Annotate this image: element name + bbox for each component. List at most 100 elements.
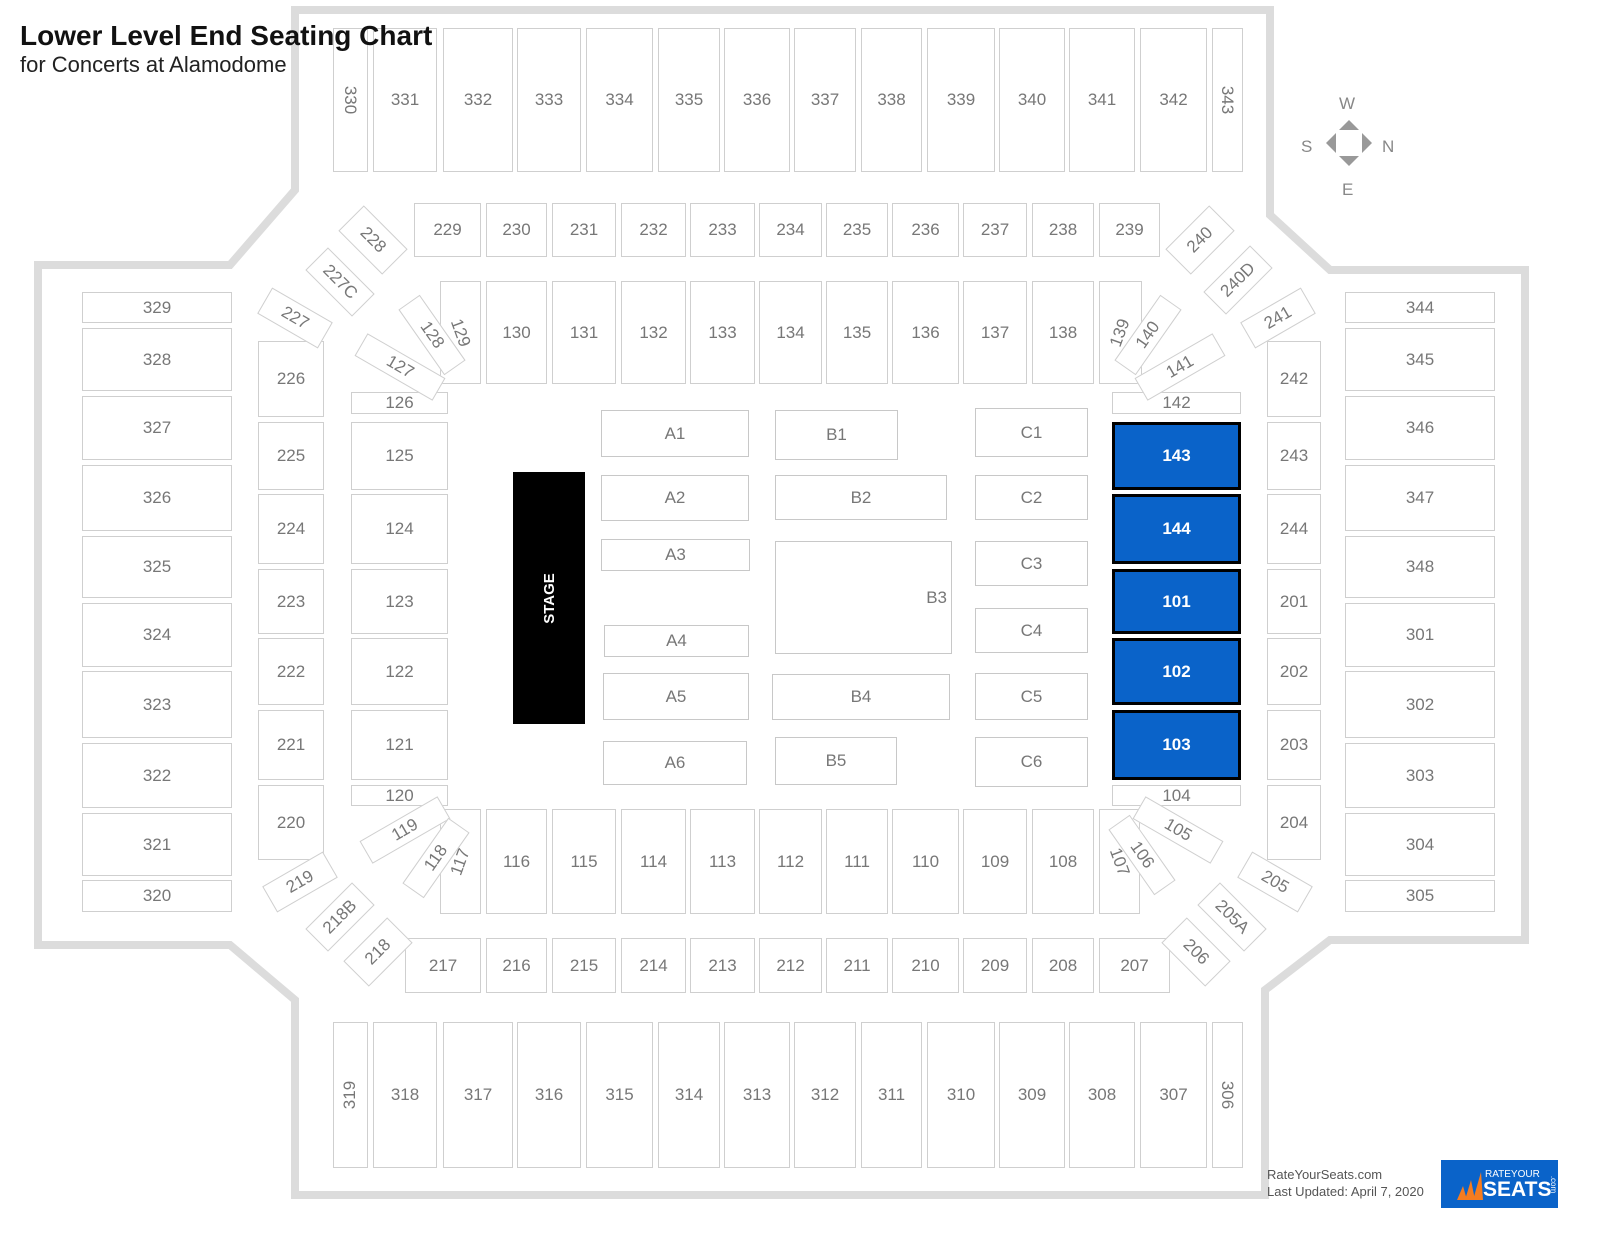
section-108[interactable]: 108 [1032, 809, 1094, 914]
section-306[interactable]: 306 [1212, 1022, 1243, 1168]
section-115[interactable]: 115 [552, 809, 616, 914]
section-a4[interactable]: A4 [604, 625, 749, 657]
section-a2[interactable]: A2 [601, 475, 749, 521]
section-132[interactable]: 132 [621, 281, 686, 384]
section-203[interactable]: 203 [1267, 710, 1321, 780]
section-222[interactable]: 222 [258, 638, 324, 705]
section-114[interactable]: 114 [621, 809, 686, 914]
section-340[interactable]: 340 [999, 28, 1065, 172]
section-215[interactable]: 215 [552, 938, 616, 993]
section-212[interactable]: 212 [759, 938, 822, 993]
section-124[interactable]: 124 [351, 494, 448, 564]
section-347[interactable]: 347 [1345, 465, 1495, 531]
section-344[interactable]: 344 [1345, 292, 1495, 323]
section-244[interactable]: 244 [1267, 494, 1321, 564]
section-332[interactable]: 332 [443, 28, 513, 172]
section-125[interactable]: 125 [351, 422, 448, 490]
section-122[interactable]: 122 [351, 638, 448, 705]
section-116[interactable]: 116 [486, 809, 547, 914]
section-136[interactable]: 136 [892, 281, 959, 384]
section-326[interactable]: 326 [82, 465, 232, 531]
section-207[interactable]: 207 [1099, 938, 1170, 993]
section-223[interactable]: 223 [258, 569, 324, 634]
section-220[interactable]: 220 [258, 785, 324, 860]
section-c2[interactable]: C2 [975, 475, 1088, 520]
section-339[interactable]: 339 [927, 28, 995, 172]
section-214[interactable]: 214 [621, 938, 686, 993]
section-243[interactable]: 243 [1267, 422, 1321, 490]
section-345[interactable]: 345 [1345, 328, 1495, 391]
section-338[interactable]: 338 [861, 28, 922, 172]
section-239[interactable]: 239 [1099, 203, 1160, 257]
section-c3[interactable]: C3 [975, 541, 1088, 586]
section-a5[interactable]: A5 [603, 673, 749, 720]
section-331[interactable]: 331 [373, 28, 437, 172]
section-346[interactable]: 346 [1345, 396, 1495, 460]
section-236[interactable]: 236 [892, 203, 959, 257]
section-109[interactable]: 109 [963, 809, 1027, 914]
section-224[interactable]: 224 [258, 494, 324, 564]
section-130[interactable]: 130 [486, 281, 547, 384]
section-232[interactable]: 232 [621, 203, 686, 257]
section-142[interactable]: 142 [1112, 392, 1241, 414]
section-334[interactable]: 334 [586, 28, 653, 172]
section-319[interactable]: 319 [333, 1022, 368, 1168]
section-238[interactable]: 238 [1032, 203, 1094, 257]
section-209[interactable]: 209 [963, 938, 1027, 993]
section-b2[interactable]: B2 [775, 475, 947, 520]
section-301[interactable]: 301 [1345, 603, 1495, 667]
section-317[interactable]: 317 [443, 1022, 513, 1168]
section-343[interactable]: 343 [1212, 28, 1243, 172]
section-324[interactable]: 324 [82, 603, 232, 667]
section-b5[interactable]: B5 [775, 737, 897, 785]
section-213[interactable]: 213 [690, 938, 755, 993]
section-307[interactable]: 307 [1140, 1022, 1207, 1168]
section-314[interactable]: 314 [658, 1022, 720, 1168]
section-201[interactable]: 201 [1267, 569, 1321, 634]
section-303[interactable]: 303 [1345, 743, 1495, 808]
section-242[interactable]: 242 [1267, 341, 1321, 417]
section-202[interactable]: 202 [1267, 638, 1321, 705]
section-138[interactable]: 138 [1032, 281, 1094, 384]
section-143[interactable]: 143 [1112, 422, 1241, 490]
section-204[interactable]: 204 [1267, 785, 1321, 860]
section-342[interactable]: 342 [1140, 28, 1207, 172]
section-103[interactable]: 103 [1112, 710, 1241, 780]
section-217[interactable]: 217 [405, 938, 481, 993]
section-a6[interactable]: A6 [603, 741, 747, 785]
section-b3[interactable]: B3 [775, 541, 952, 654]
section-336[interactable]: 336 [724, 28, 790, 172]
section-101[interactable]: 101 [1112, 569, 1241, 634]
section-323[interactable]: 323 [82, 671, 232, 738]
section-226[interactable]: 226 [258, 341, 324, 417]
section-123[interactable]: 123 [351, 569, 448, 634]
section-320[interactable]: 320 [82, 880, 232, 912]
section-225[interactable]: 225 [258, 422, 324, 490]
section-126[interactable]: 126 [351, 392, 448, 414]
section-321[interactable]: 321 [82, 813, 232, 876]
section-102[interactable]: 102 [1112, 638, 1241, 705]
section-325[interactable]: 325 [82, 536, 232, 598]
section-348[interactable]: 348 [1345, 536, 1495, 598]
section-c4[interactable]: C4 [975, 608, 1088, 653]
section-328[interactable]: 328 [82, 328, 232, 391]
section-221[interactable]: 221 [258, 710, 324, 780]
section-333[interactable]: 333 [517, 28, 581, 172]
section-230[interactable]: 230 [486, 203, 547, 257]
section-c1[interactable]: C1 [975, 408, 1088, 457]
section-c5[interactable]: C5 [975, 673, 1088, 720]
section-229[interactable]: 229 [414, 203, 481, 257]
section-208[interactable]: 208 [1032, 938, 1094, 993]
section-120[interactable]: 120 [351, 785, 448, 806]
section-311[interactable]: 311 [861, 1022, 922, 1168]
section-111[interactable]: 111 [826, 809, 888, 914]
section-216[interactable]: 216 [486, 938, 547, 993]
section-137[interactable]: 137 [963, 281, 1027, 384]
section-211[interactable]: 211 [826, 938, 888, 993]
section-341[interactable]: 341 [1069, 28, 1135, 172]
section-308[interactable]: 308 [1069, 1022, 1135, 1168]
section-144[interactable]: 144 [1112, 494, 1241, 564]
section-313[interactable]: 313 [724, 1022, 790, 1168]
section-112[interactable]: 112 [759, 809, 822, 914]
section-231[interactable]: 231 [552, 203, 616, 257]
